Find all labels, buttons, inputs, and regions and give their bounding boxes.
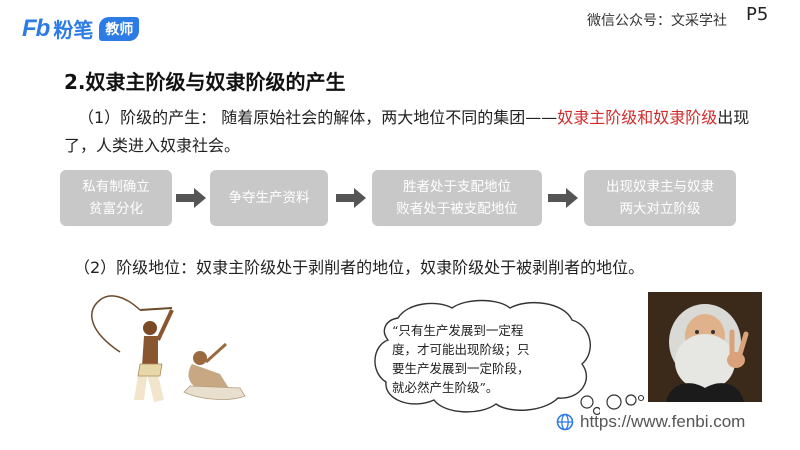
flow-step-3-line-1: 胜者处于支配地位 bbox=[403, 179, 511, 195]
para1-text-b: 出现了，人类进入奴隶社会。 bbox=[64, 108, 750, 155]
globe-icon bbox=[556, 413, 574, 431]
flow-step-2-line-1: 争夺生产资料 bbox=[228, 190, 310, 206]
thought-cloud bbox=[374, 299, 600, 416]
paragraph-class-origin: （1）阶级的产生： 随着原始社会的解体，两大地位不同的集团——奴隶主阶级和奴隶阶… bbox=[64, 104, 764, 160]
flow-step-2: 争夺生产资料 bbox=[210, 170, 328, 226]
slave-whipping-illustration bbox=[91, 295, 246, 402]
arrow-right-icon bbox=[548, 188, 578, 208]
flow-step-4-line-1: 出现奴隶主与奴隶 bbox=[606, 179, 714, 195]
thought-bubble-dots bbox=[606, 394, 644, 410]
arrow-right-icon bbox=[176, 188, 206, 208]
para1-highlight: 奴隶主阶级和奴隶阶级 bbox=[557, 108, 718, 127]
quote-line-2: 度，才可能出现阶级；只 bbox=[392, 342, 530, 357]
para1-text-a: （1）阶级的产生： 随着原始社会的解体，两大地位不同的集团—— bbox=[78, 108, 558, 127]
flow-step-1-line-1: 私有制确立 bbox=[82, 179, 150, 195]
page-number: P5 bbox=[746, 4, 769, 25]
logo-name: 粉笔 bbox=[53, 18, 94, 42]
flow-step-4-line-2: 两大对立阶级 bbox=[619, 201, 701, 217]
quote-line-1: “只有生产发展到一定程 bbox=[392, 323, 524, 338]
paragraph-class-status: （2）阶级地位：奴隶主阶级处于剥削者的地位，奴隶阶级处于被剥削者的地位。 bbox=[74, 258, 645, 277]
logo-mark: Fb bbox=[22, 14, 50, 42]
marx-quote: “只有生产发展到一定程 度，才可能出现阶级；只 要生产发展到一定阶段， 就必然产… bbox=[392, 321, 582, 397]
fenbi-logo: Fb 粉笔 教师 bbox=[22, 14, 140, 43]
flow-step-3-line-2: 败者处于被支配地位 bbox=[396, 201, 518, 217]
flow-step-4: 出现奴隶主与奴隶两大对立阶级 bbox=[584, 170, 736, 226]
arrow-right-icon bbox=[336, 188, 366, 208]
marx-portrait bbox=[648, 292, 762, 402]
footer-url[interactable]: https://www.fenbi.com bbox=[556, 412, 745, 432]
flow-step-1: 私有制确立贫富分化 bbox=[60, 170, 172, 226]
flow-step-1-line-2: 贫富分化 bbox=[89, 201, 143, 217]
logo-tag: 教师 bbox=[99, 16, 140, 41]
quote-line-3: 要生产发展到一定阶段， bbox=[392, 361, 530, 376]
quote-line-4: 就必然产生阶级”。 bbox=[392, 380, 499, 395]
wechat-account: 微信公众号：文采学社 bbox=[587, 13, 727, 29]
flow-step-3: 胜者处于支配地位败者处于被支配地位 bbox=[372, 170, 542, 226]
footer-url-text[interactable]: https://www.fenbi.com bbox=[580, 412, 746, 431]
process-flow: 私有制确立贫富分化 争夺生产资料 胜者处于支配地位败者处于被支配地位 出现奴隶主… bbox=[60, 170, 740, 228]
section-heading: 2.奴隶主阶级与奴隶阶级的产生 bbox=[64, 70, 346, 94]
